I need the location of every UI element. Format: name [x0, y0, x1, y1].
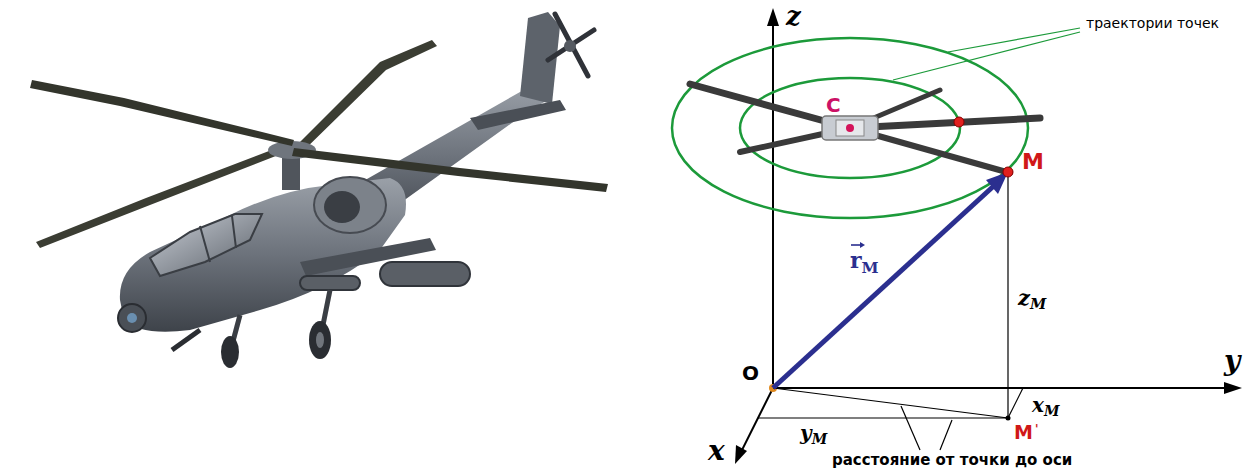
- projection-point: [1006, 416, 1011, 421]
- helicopter-picture: [324, 191, 360, 223]
- coordinate-axes: [767, 8, 779, 26]
- vector-label: rM: [850, 248, 879, 272]
- trajectory-ellipses: [672, 38, 1028, 218]
- helicopter-picture: [172, 330, 200, 350]
- helicopter-picture: [380, 262, 470, 286]
- helicopter-picture: [555, 14, 588, 76]
- projection-lines: [940, 420, 952, 450]
- rotor-hub: [822, 116, 878, 140]
- radius-vector: [773, 172, 1008, 388]
- helicopter-picture: [118, 304, 146, 332]
- projection-lines: [758, 176, 1023, 450]
- axis-label: z: [786, 2, 801, 31]
- helicopter-picture: [200, 226, 210, 262]
- helicopter-picture: [548, 14, 594, 76]
- trajectory-ellipses: [672, 38, 1028, 218]
- coordinate-axes: [772, 22, 774, 388]
- coordinate-axes: [735, 445, 747, 464]
- helicopter-picture: [300, 276, 360, 290]
- trajectory-leaders: [893, 32, 1080, 80]
- distance-label: расстояние от точки до оси: [832, 452, 1072, 469]
- trajectory-leaders: [893, 28, 1080, 80]
- helicopter-picture: [292, 40, 437, 156]
- helicopter-picture: [314, 177, 386, 233]
- point-label: C: [826, 94, 841, 116]
- rotor-hub: [822, 116, 878, 140]
- axis-label: x: [708, 436, 725, 467]
- point-m: [1003, 167, 1013, 177]
- projection-lines: [758, 417, 1008, 418]
- coordinate-label: zM: [1018, 286, 1046, 309]
- center-point: [846, 124, 854, 132]
- blade-point: [954, 117, 964, 127]
- vector-arrow: [850, 241, 866, 249]
- point-label: M: [1022, 150, 1044, 174]
- coordinate-axes: [1224, 382, 1242, 394]
- radius-vector: [773, 183, 997, 388]
- helicopter-picture: [564, 40, 576, 52]
- projection-lines: [1008, 388, 1023, 418]
- trajectory-label: траектории точек: [1086, 16, 1219, 31]
- helicopter-picture: [292, 148, 608, 192]
- rotor-blades: [690, 84, 1040, 173]
- rotor-hub: [836, 120, 864, 136]
- helicopter-picture: [150, 214, 262, 276]
- helicopter-picture: [232, 216, 236, 248]
- helicopter-picture: [30, 12, 608, 368]
- coordinate-axes: [773, 387, 1228, 389]
- projection-lines: [901, 406, 920, 450]
- coordinate-axes: [735, 8, 1242, 464]
- helicopter-picture: [548, 30, 594, 60]
- helicopter-picture: [221, 336, 239, 368]
- coordinate-label: xM: [1032, 394, 1059, 416]
- projection-lines: [773, 388, 1008, 418]
- axis-label: y: [1224, 346, 1240, 377]
- helicopter-picture: [30, 80, 294, 146]
- trajectory-ellipses: [740, 78, 960, 178]
- helicopter-picture: [470, 100, 566, 130]
- helicopter-picture: [127, 313, 137, 323]
- point-label: M': [1014, 422, 1038, 443]
- projection-lines: [1007, 176, 1008, 418]
- helicopter-picture: [316, 332, 324, 348]
- origin-label: O: [742, 362, 759, 384]
- coordinate-label: yM: [800, 422, 827, 444]
- helicopter-picture: [309, 321, 331, 359]
- coordinate-axes: [741, 388, 773, 452]
